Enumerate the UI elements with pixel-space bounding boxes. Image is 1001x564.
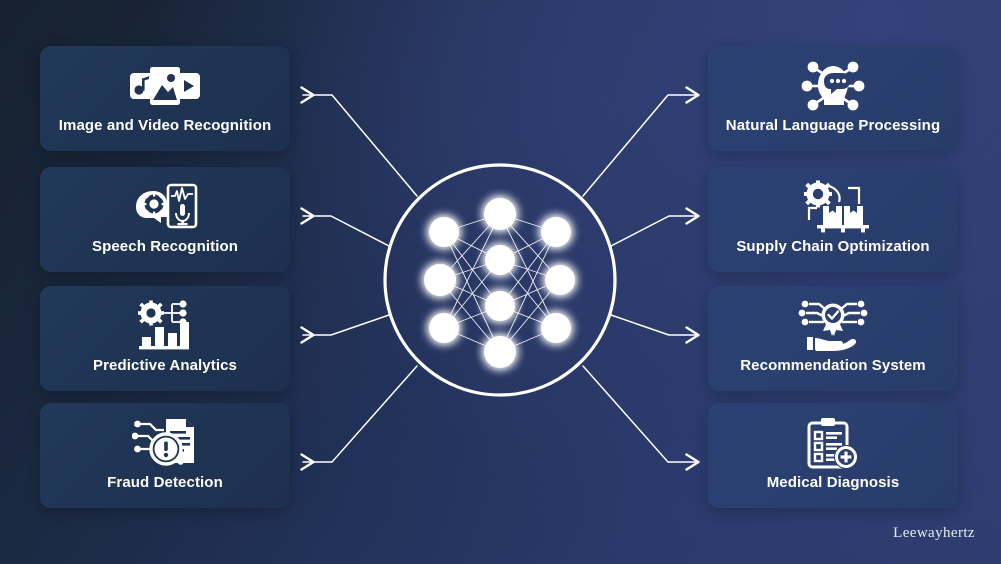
- supply-chain-optimization-icon: [797, 178, 869, 236]
- fraud-detection-icon: [132, 414, 198, 472]
- natural-language-processing-icon: [800, 57, 866, 115]
- arrow-to-speech-recognition: [300, 207, 390, 247]
- card-label: Natural Language Processing: [725, 117, 941, 134]
- arrow-to-predictive-analytics: [300, 314, 390, 344]
- card-label: Predictive Analytics: [92, 357, 237, 374]
- image-video-recognition-icon: [128, 57, 202, 115]
- core-nodes: [424, 198, 575, 368]
- card-medical-diagnosis[interactable]: Medical Diagnosis: [708, 403, 958, 508]
- watermark: Leewayhertz: [893, 525, 975, 541]
- card-label: Supply Chain Optimization: [736, 238, 930, 255]
- card-label: Medical Diagnosis: [766, 474, 900, 491]
- card-natural-language-processing[interactable]: Natural Language Processing: [708, 46, 958, 151]
- medical-diagnosis-icon: [806, 414, 860, 472]
- arrow-to-recommendation-system: [610, 314, 700, 344]
- card-supply-chain-optimization[interactable]: Supply Chain Optimization: [708, 167, 958, 272]
- card-predictive-analytics[interactable]: Predictive Analytics: [40, 286, 290, 391]
- neural-network-core: [383, 163, 617, 397]
- arrow-to-supply-chain-optimization: [610, 207, 700, 247]
- core-outline-circle: [383, 163, 617, 397]
- speech-recognition-icon: [130, 178, 200, 236]
- card-speech-recognition[interactable]: Speech Recognition: [40, 167, 290, 272]
- predictive-analytics-icon: [134, 297, 196, 355]
- card-label: Recommendation System: [740, 357, 926, 374]
- card-image-and-video-recognition[interactable]: Image and Video Recognition: [40, 46, 290, 151]
- card-label: Image and Video Recognition: [58, 117, 272, 134]
- card-label: Fraud Detection: [107, 474, 223, 491]
- card-label: Speech Recognition: [92, 238, 238, 255]
- card-fraud-detection[interactable]: Fraud Detection: [40, 403, 290, 508]
- card-recommendation-system[interactable]: Recommendation System: [708, 286, 958, 391]
- recommendation-system-icon: [797, 297, 869, 355]
